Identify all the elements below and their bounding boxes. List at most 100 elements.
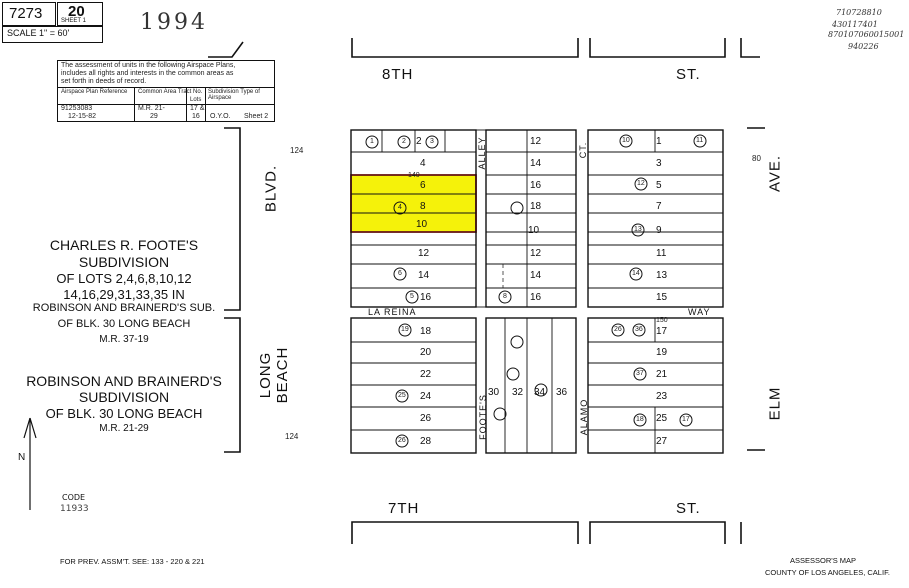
street-blvd: BLVD.: [262, 164, 280, 213]
right-lot-9: 9: [656, 225, 662, 236]
block-n-mid: [485, 129, 577, 308]
mid-lot-30: 30: [488, 387, 500, 398]
mid-lot-10: 10: [528, 225, 540, 236]
north-arrow: [23, 417, 37, 510]
title-foote-7: M.R. 37-19: [99, 334, 149, 345]
street-la-reina: LA REINA: [368, 307, 417, 317]
street-8th: 8TH: [382, 66, 414, 83]
map-book-box: 7273: [2, 2, 56, 26]
lot-12: 12: [418, 248, 430, 259]
right-lot-1: 1: [656, 136, 662, 147]
se-lot-17: 17: [656, 326, 668, 337]
page-box: 20 SHEET 1: [57, 2, 103, 26]
mid-lot-12b: 12: [530, 248, 542, 259]
county-label: COUNTY OF LOS ANGELES, CALIF.: [765, 568, 890, 577]
stamp-line-4: 940226: [848, 42, 879, 51]
sw-lot-22: 22: [420, 369, 432, 380]
airspace-text-3: set forth in deeds of record.: [61, 78, 147, 85]
block-s-mid: [485, 317, 577, 454]
se-lot-27: 27: [656, 436, 668, 447]
street-ave: AVE.: [766, 154, 784, 193]
prev-assessment: FOR PREV. ASSM'T. SEE: 133 - 220 & 221: [60, 557, 205, 566]
parcel-25: 25: [398, 392, 406, 399]
lot-10: 10: [416, 219, 428, 230]
bracket-1: [224, 127, 241, 311]
mid-lot-12: 12: [530, 136, 542, 147]
parcel-se-26: 26: [614, 326, 622, 333]
mid-lot-16b: 16: [530, 292, 542, 303]
stamp-line-3: 870107060015001: [828, 30, 905, 39]
airspace-col-4: Subdivision Type of Airspace: [208, 89, 260, 101]
parcel-4: 4: [398, 204, 402, 211]
parcel-13: 13: [634, 226, 642, 233]
street-way: WAY: [688, 307, 711, 317]
corner-nw: [208, 41, 244, 58]
airspace-row1-ref: 91253083: [61, 105, 93, 112]
lot-4: 4: [420, 158, 426, 169]
airspace-row2-type: O.Y.O.: [210, 113, 231, 120]
parcel-2: 2: [402, 138, 406, 145]
parcel-19: 19: [401, 326, 409, 333]
footes-ct-label: FOOTE'S: [478, 394, 488, 440]
map-book-number: 7273: [9, 5, 43, 22]
parcel-1: 1: [370, 138, 374, 145]
airspace-text-2: includes all rights and interests in the…: [61, 70, 234, 77]
right-lot-3: 3: [656, 158, 662, 169]
lot-2: 2: [416, 136, 422, 147]
parcel-se-17: 17: [682, 416, 690, 423]
right-lot-7: 7: [656, 201, 662, 212]
airspace-text-1: The assessment of units in the following…: [61, 62, 236, 69]
code-value: 11933: [60, 504, 89, 514]
corner-ne: [740, 38, 760, 58]
street-8th-suffix: ST.: [676, 66, 701, 83]
parcel-26: 26: [398, 437, 406, 444]
title-robinson-4: M.R. 21-29: [99, 423, 149, 434]
airspace-row2-sheet: Sheet 2: [244, 113, 269, 120]
scale-box: SCALE 1" = 60': [2, 26, 103, 43]
stamp-line-1: 710728810: [836, 8, 882, 17]
bracket-2: [224, 317, 241, 453]
dim-80: 80: [752, 154, 761, 163]
airspace-col-2: Common Area Tract No.: [138, 89, 203, 95]
block-ne: [587, 129, 724, 308]
right-lot-15: 15: [656, 292, 668, 303]
street-7th: 7TH: [388, 500, 420, 517]
parcel-11: 11: [696, 137, 704, 144]
alley-label: ALLEY: [477, 136, 487, 170]
title-robinson-1: ROBINSON AND BRAINERD'S: [26, 373, 222, 389]
mid-lot-14b: 14: [530, 270, 542, 281]
mid-lot-16: 16: [530, 180, 542, 191]
ct-label: CT.: [578, 141, 588, 159]
block-se: [587, 317, 724, 454]
page-number: 20: [68, 3, 85, 20]
dim-150: 150: [656, 317, 668, 324]
airspace-note: The assessment of units in the following…: [57, 60, 275, 122]
parcel-14: 14: [632, 270, 640, 277]
corner-s1: [351, 521, 579, 544]
sw-lot-20: 20: [420, 347, 432, 358]
sw-lot-28: 28: [420, 436, 432, 447]
parcel-12: 12: [637, 180, 645, 187]
parcel-se-18: 18: [636, 416, 644, 423]
mid-lot-32: 32: [512, 387, 524, 398]
parcel-3: 3: [430, 138, 434, 145]
lot-16: 16: [420, 292, 432, 303]
se-lot-21: 21: [656, 369, 668, 380]
street-elm: ELM: [766, 386, 784, 421]
lot-14: 14: [418, 270, 430, 281]
year-stamp: 1994: [140, 10, 208, 35]
code-label: CODE: [62, 493, 86, 502]
alamo-ct-label: ALAMO: [579, 398, 589, 436]
airspace-col-1: Airspace Plan Reference: [61, 89, 128, 95]
mid-lot-18: 18: [530, 201, 542, 212]
corner-s2: [589, 521, 726, 544]
parcel-se-37: 37: [636, 370, 644, 377]
airspace-row2-tract: 29: [150, 113, 158, 120]
sw-lot-26: 26: [420, 413, 432, 424]
lot-8: 8: [420, 201, 426, 212]
se-lot-25: 25: [656, 413, 668, 424]
airspace-row2-lots: 16: [192, 113, 200, 120]
right-lot-11: 11: [656, 248, 667, 259]
stamp-line-2: 430117401: [832, 20, 878, 29]
